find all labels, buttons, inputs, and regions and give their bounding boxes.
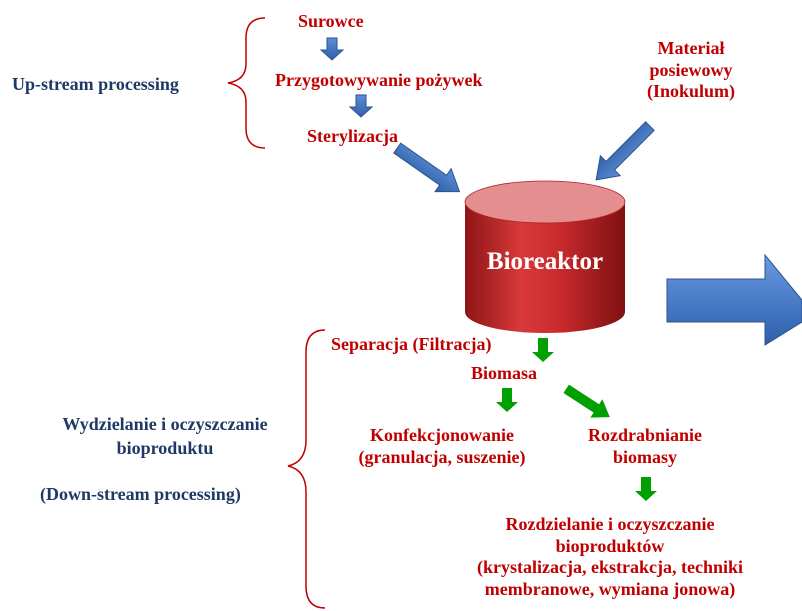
- konfekcjonowanie-line-1: Konfekcjonowanie: [370, 425, 514, 445]
- rozdzielanie-line-1: Rozdzielanie i oczyszczanie: [505, 514, 715, 534]
- bioreactor-cylinder-icon: [464, 180, 626, 333]
- inoculum-line-1: Materiał: [657, 38, 725, 58]
- rozdrabnianie-line-1: Rozdrabnianie: [587, 425, 702, 445]
- step-konfekcjonowanie: Konfekcjonowanie (granulacja, suszenie): [342, 425, 542, 468]
- arrow-sterilization-to-bioreactor-icon: [393, 142, 461, 193]
- downstream-brace: [287, 329, 326, 609]
- arrow-disintegration-to-products-icon: [635, 477, 657, 501]
- upstream-brace: [227, 17, 266, 149]
- inoculum-label: Materiał posiewowy (Inokulum): [616, 38, 766, 103]
- downstream-heading-line-1: Wydzielanie i oczyszczanie: [62, 414, 268, 434]
- step-sterylizacja: Sterylizacja: [307, 126, 398, 146]
- rozdrabnianie-line-2: biomasy: [612, 446, 677, 467]
- step-surowce: Surowce: [298, 11, 364, 31]
- downstream-subheading: (Down-stream processing): [40, 484, 241, 504]
- rozdzielanie-line-4: membranowe, wymiana jonowa): [484, 578, 736, 599]
- downstream-heading-line-2: bioproduktu: [116, 438, 214, 459]
- arrow-biomass-to-disintegration-icon: [563, 384, 610, 418]
- downstream-heading: Wydzielanie i oczyszczanie bioproduktu: [30, 412, 300, 461]
- rozdzielanie-line-2: bioproduktów: [555, 535, 665, 556]
- upstream-heading: Up-stream processing: [12, 74, 179, 94]
- arrow-pozywki-to-sterylizacja-icon: [348, 94, 374, 118]
- arrow-inoculum-to-bioreactor-icon: [595, 121, 655, 181]
- bioreactor-label: Bioreaktor: [486, 248, 604, 275]
- step-przygotowywanie-pozywek: Przygotowywanie pożywek: [275, 70, 483, 90]
- arrow-surowce-to-pozywki-icon: [319, 37, 345, 61]
- step-rozdzielanie: Rozdzielanie i oczyszczanie bioproduktów…: [420, 514, 800, 600]
- inoculum-line-3: (Inokulum): [646, 81, 736, 102]
- big-right-arrow-icon: [666, 253, 802, 346]
- inoculum-line-2: posiewowy: [649, 59, 733, 80]
- arrow-separation-to-biomass-icon: [532, 338, 554, 362]
- step-separacja: Separacja (Filtracja): [331, 334, 492, 354]
- step-biomasa: Biomasa: [471, 363, 538, 383]
- step-rozdrabnianie: Rozdrabnianie biomasy: [565, 425, 725, 468]
- konfekcjonowanie-line-2: (granulacja, suszenie): [358, 446, 526, 467]
- arrow-biomass-to-packaging-icon: [496, 388, 518, 412]
- rozdzielanie-line-3: (krystalizacja, ekstrakcja, techniki: [477, 557, 743, 578]
